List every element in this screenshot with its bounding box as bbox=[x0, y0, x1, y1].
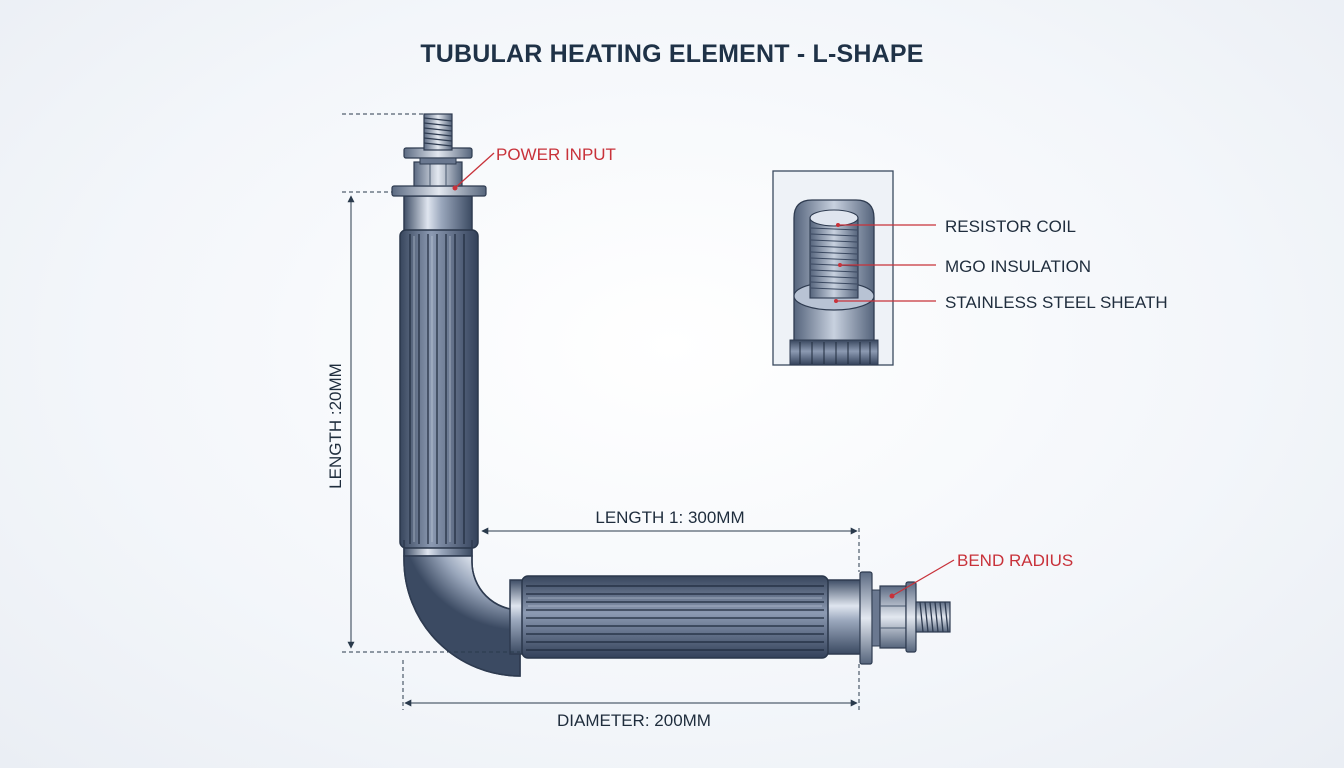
cross-section-inset: RESISTOR COIL MGO INSULATION STAINLESS S… bbox=[772, 170, 1168, 366]
diagram-title: TUBULAR HEATING ELEMENT - L-SHAPE bbox=[420, 40, 924, 68]
bend-radius-label: BEND RADIUS bbox=[957, 551, 1073, 570]
dimension-lines bbox=[342, 113, 860, 710]
bend-radius-callout: BEND RADIUS bbox=[889, 551, 1073, 599]
power-input-callout: POWER INPUT bbox=[452, 145, 616, 191]
power-input-label: POWER INPUT bbox=[496, 145, 616, 164]
right-terminal bbox=[859, 571, 951, 665]
mgo-insulation-label: MGO INSULATION bbox=[945, 257, 1091, 276]
vertical-tube bbox=[399, 195, 479, 557]
diameter-label: DIAMETER: 200MM bbox=[557, 711, 711, 730]
vertical-fins bbox=[409, 234, 465, 544]
horizontal-tube bbox=[509, 575, 863, 659]
tube-bend bbox=[403, 555, 521, 677]
stainless-steel-sheath-label: STAINLESS STEEL SHEATH bbox=[945, 293, 1168, 312]
length-horizontal-label: LENGTH 1: 300MM bbox=[595, 508, 744, 527]
length-vertical-label: LENGTH :20MM bbox=[326, 363, 345, 489]
top-terminal bbox=[391, 113, 487, 197]
resistor-coil-label: RESISTOR COIL bbox=[945, 217, 1076, 236]
horizontal-fins bbox=[526, 585, 824, 651]
